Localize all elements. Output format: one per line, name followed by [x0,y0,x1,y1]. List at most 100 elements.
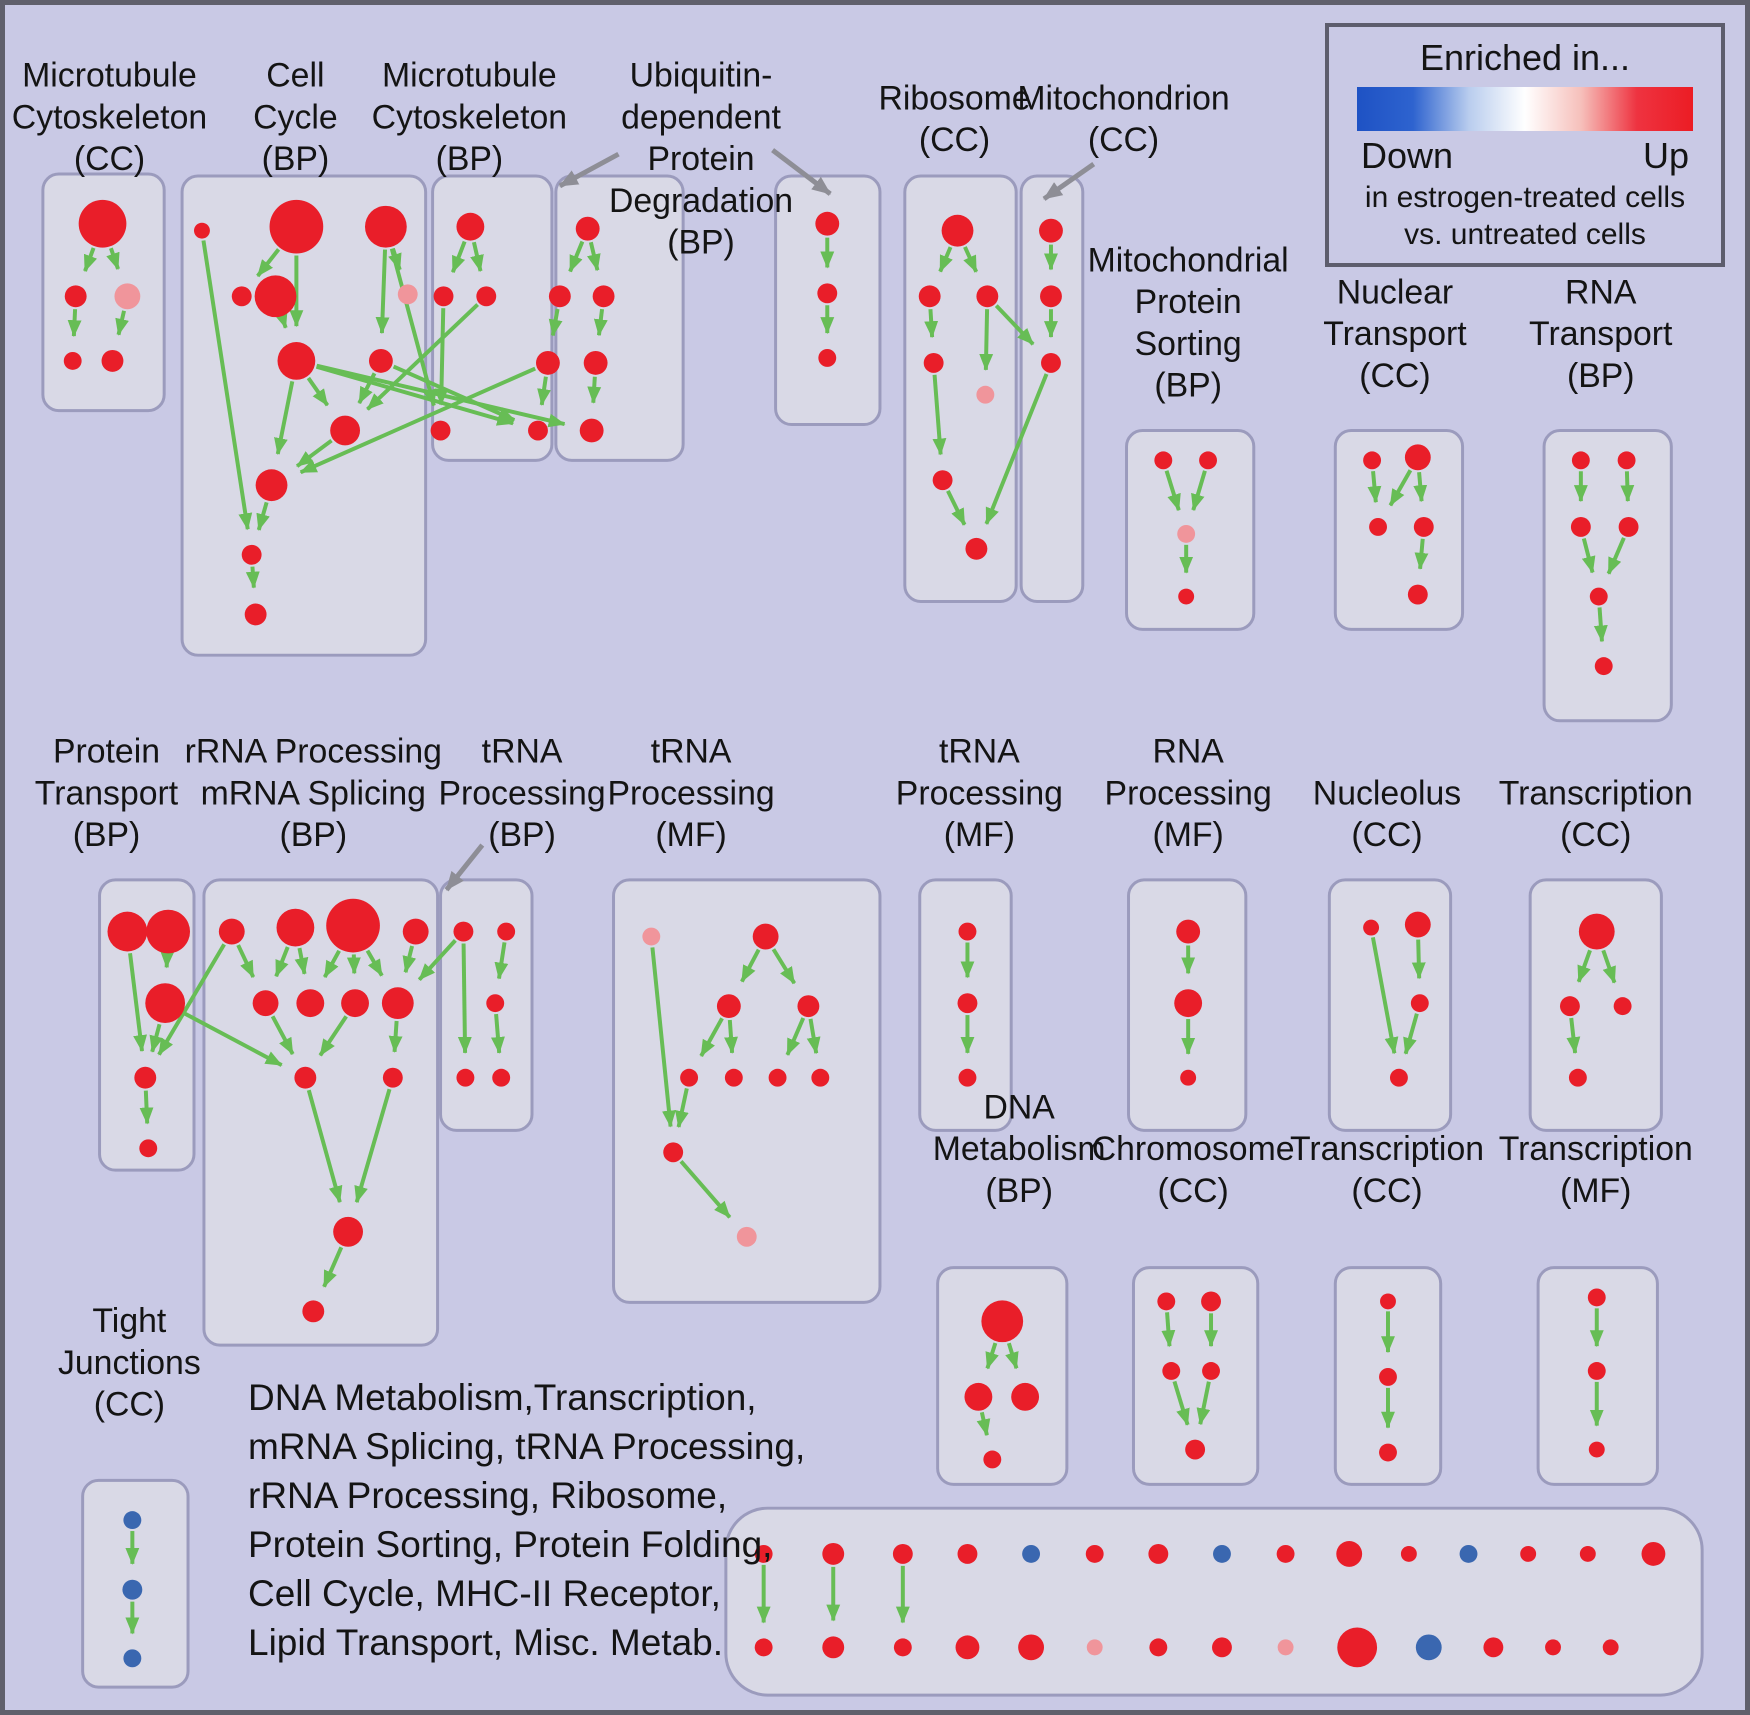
go-term-node [754,1544,773,1563]
go-term-node [364,205,407,248]
go-term-node [1379,1368,1397,1386]
cluster-label-chromosome: Chromosome(CC) [1092,1130,1295,1210]
edge-arrow [402,945,417,974]
go-term-node [1483,1637,1504,1658]
go-term-node [1559,996,1580,1017]
misc-label-line: DNA Metabolism,Transcription, [248,1377,757,1418]
go-term-node [1407,584,1428,605]
legend-subtitle-line2: vs. untreated cells [1404,218,1646,251]
edge-arrow [274,380,295,455]
go-term-node [958,1068,977,1087]
go-term-node [241,544,262,565]
go-term-node [139,1139,158,1158]
go-term-node [1039,218,1063,243]
cluster-box-nucleolus [1327,878,1453,1132]
go-term-node [1363,919,1380,936]
edge-arrow [388,1020,403,1053]
go-term-node [579,418,604,443]
go-term-node [724,1068,743,1087]
go-term-node [797,995,820,1018]
misc-label-line: rRNA Processing, Ribosome, [248,1475,728,1516]
go-term-node [1201,1291,1221,1312]
go-term-node [1568,1068,1587,1087]
edge-arrow [979,309,994,371]
edge-arrow [236,944,256,978]
go-term-node [145,983,186,1024]
legend-title: Enriched in... [1419,37,1631,78]
edge-arrow [106,247,120,270]
edge-arrow [932,374,947,456]
edge-arrow [392,364,516,422]
edge-arrow [806,1018,821,1055]
edge-arrow [1581,537,1596,574]
edge-arrow [201,240,253,531]
go-term-node [1177,524,1196,543]
go-term-node [1587,1288,1606,1307]
edge-arrow [1403,1013,1419,1055]
go-term-node [1545,1639,1561,1656]
edge-arrow [1191,470,1207,512]
edge-arrow [593,308,608,337]
go-term-node [254,275,297,318]
go-term-node [941,214,974,247]
go-term-node [1589,587,1608,606]
go-term-node [330,415,361,446]
go-term-node [1174,989,1203,1018]
go-term-node [341,989,369,1018]
edge-arrow [675,1087,689,1128]
legend: Enriched in... Down Up in estrogen-treat… [1325,23,1725,267]
go-term-node [456,212,485,241]
cluster-box-transcription-cc-1 [1528,878,1663,1132]
go-term-node [244,603,267,626]
edge-arrow [365,949,384,977]
cluster-label-ribosome: Ribosome(CC) [878,79,1030,159]
cluster-box-rna-transport [1542,429,1673,723]
go-term-node [822,1542,845,1565]
go-term-node [1579,1545,1596,1562]
go-term-node [1459,1544,1478,1563]
go-term-node [101,349,124,372]
edge-arrow [494,942,509,980]
go-term-node [78,199,127,248]
go-term-node [957,1543,978,1564]
go-term-node [663,1142,684,1163]
go-term-node [1212,1637,1232,1658]
go-term-node [981,1300,1024,1343]
go-term-node [736,1226,757,1247]
go-term-node [1162,1362,1181,1380]
edge-arrow [1414,538,1429,570]
go-term-node [528,420,548,441]
go-term-node [932,470,953,491]
edge-arrow [294,947,309,975]
go-term-node [1148,1543,1169,1564]
cluster-box-bottom-misc [724,1506,1704,1697]
edge-arrow [1367,471,1382,504]
go-term-node [114,283,141,310]
legend-scale-labels: Down Up [1329,131,1721,179]
go-term-node [955,1635,980,1660]
go-term-node [1369,517,1387,536]
edge-arrow [157,943,226,1056]
edge-arrow [318,1015,348,1057]
edge-arrow [1172,1380,1190,1426]
go-term-node [1380,1293,1396,1310]
edge-arrow [1005,1342,1019,1370]
go-term-node [1520,1545,1537,1562]
go-term-node [1180,1069,1197,1086]
go-term-node [1202,1362,1220,1380]
edge-arrow [1606,537,1626,575]
go-term-node [811,1068,830,1087]
go-term-node [1041,352,1061,373]
edge-arrow [457,943,472,1054]
go-term-node [1379,1443,1397,1462]
edge-arrow [315,364,515,426]
go-term-node [333,1216,364,1247]
edge-arrow [322,949,341,978]
edge-arrow [1196,1381,1211,1426]
